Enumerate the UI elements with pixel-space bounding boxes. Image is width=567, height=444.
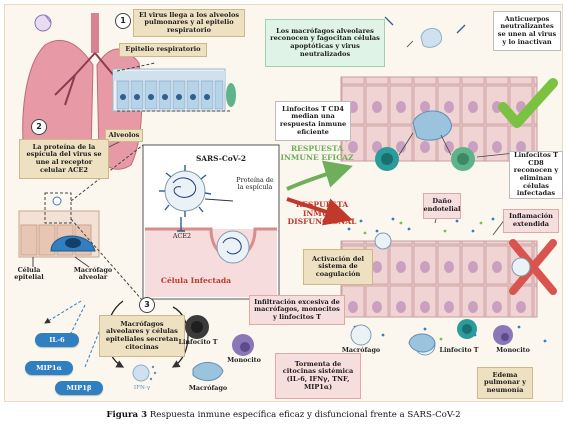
response-eficaz: RESPUESTA INMUNE EFICAZ — [280, 144, 354, 162]
cell-icons-bottom — [132, 315, 254, 382]
figure-caption: Figura 3 Respuesta inmune específica efi… — [0, 410, 567, 420]
cytokine-mip1a: MIP1α — [25, 361, 73, 375]
celula-infectada-label: Célula Infectada — [160, 276, 232, 285]
caption-text: Respuesta inmune específica eficaz y dis… — [149, 410, 461, 420]
dysfunctional-tissue — [340, 217, 557, 356]
box-coagulacion: Activación del sistema de coagulación — [303, 249, 373, 285]
left-epithelium — [18, 192, 100, 258]
monocito-r-label: Monocito — [496, 346, 530, 354]
box-anticuerpos: Anticuerpos neutralizantes se unen al vi… — [493, 11, 561, 51]
linfocito-t-r-label: Linfocito T — [439, 346, 479, 354]
box-infiltracion: Infiltración excesiva de macrófagos, mon… — [249, 295, 345, 325]
step-2-box: La proteína de la espícula del virus se … — [19, 139, 109, 179]
box-inflamacion: Inflamación extendida — [503, 209, 559, 233]
espicula-label: Proteína de la espícula — [236, 176, 274, 192]
ace2-label: ACE2 — [172, 232, 192, 240]
box-cd8: Linfocitos T CD8 reconocen y eliminan cé… — [509, 151, 563, 199]
step-1-number: 1 — [115, 13, 131, 29]
box-edema: Edema pulmonar y neumonía — [477, 367, 533, 399]
caption-figure-number: Figura 3 — [106, 410, 148, 420]
box-dano: Daño endotelial — [423, 193, 461, 219]
box-cd4: Linfocitos T CD4 median una respuesta in… — [275, 101, 351, 141]
step-3-number: 3 — [139, 297, 155, 313]
box-macrofagos: Los macrófagos alveolares reconocen y fa… — [265, 19, 385, 67]
figure-panel: 1 El virus llega a los alveolos pulmonar… — [4, 4, 563, 402]
linfocito-t-label: Linfocito T — [178, 338, 218, 346]
response-disfuncional: RESPUESTA INMUNE DISFUNCIONAL — [287, 200, 357, 227]
diagram-art — [18, 13, 558, 382]
epitelio-label: Epitelio respiratorio — [119, 43, 207, 57]
epithelium-strip — [112, 68, 236, 112]
step-3-box: Macrófagos alveolares y células epitelia… — [99, 315, 185, 357]
effective-tissue — [340, 16, 558, 171]
macrofago-r-label: Macrófago — [341, 346, 381, 354]
macrofago-alveolar-label: Macrófago alveolar — [73, 266, 113, 282]
step-2-number: 2 — [31, 119, 47, 135]
box-tormenta: Tormenta de citocinas sistémica (IL-6, I… — [275, 353, 361, 399]
alveolos-label: Alveolos — [105, 129, 143, 142]
step-1-box: El virus llega a los alveolos pulmonares… — [133, 9, 245, 37]
sars-label: SARS-CoV-2 — [195, 154, 247, 163]
cytokine-mip1b: MIP1β — [55, 381, 103, 395]
infected-cell-inset — [142, 144, 280, 300]
monocito-label: Monocito — [227, 356, 261, 364]
celula-epitelial-label: Célula epitelial — [14, 266, 44, 282]
cytokine-il6: IL-6 — [35, 333, 79, 347]
ifn-label: IFN-γ — [133, 385, 151, 391]
macrofago-label: Macrófago — [188, 384, 228, 392]
